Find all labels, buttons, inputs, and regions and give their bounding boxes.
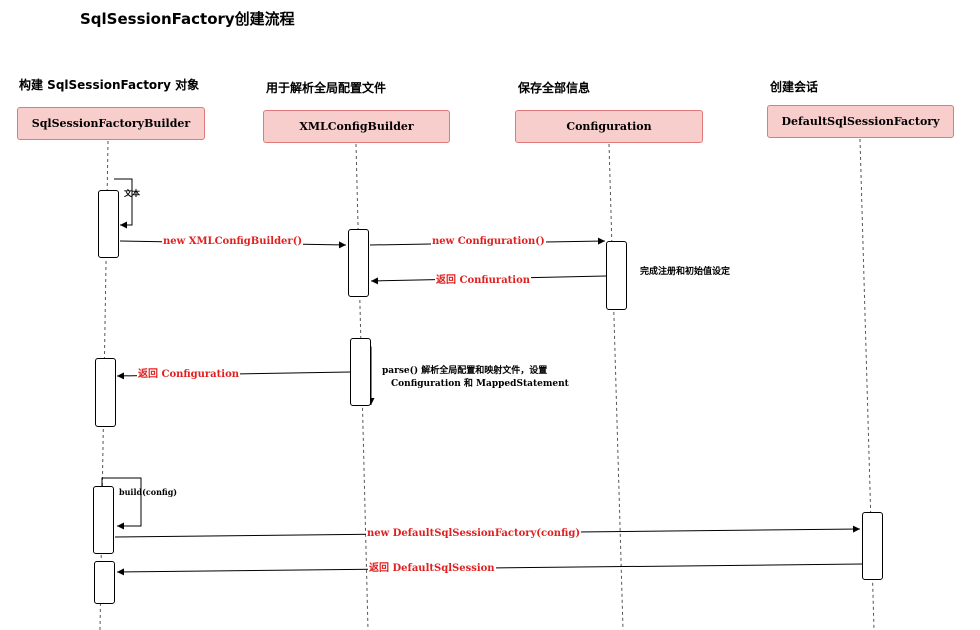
lane-heading-xml: 用于解析全局配置文件 [266, 81, 387, 95]
activation-builder-3 [93, 486, 114, 554]
activation-configuration-1 [606, 241, 627, 310]
build-self-arrow [101, 477, 142, 530]
lifeline-configuration [608, 143, 624, 630]
box-xmlconfigbuilder: XMLConfigBuilder [263, 110, 450, 143]
parse-note-line1: parse() 解析全局配置和映射文件，设置 [382, 366, 548, 376]
activation-builder-4 [94, 561, 115, 604]
self-call-arrow [114, 178, 133, 229]
lane-heading-configuration: 保存全部信息 [518, 81, 591, 95]
activation-builder-1 [98, 190, 119, 258]
box-defaultsqlsessionfactory: DefaultSqlSessionFactory [767, 105, 954, 138]
return-configuration-label: 返回 Configuration [137, 369, 241, 381]
new-xml-label: new XMLConfigBuilder() [162, 236, 304, 248]
activation-xml-1 [348, 229, 369, 297]
config-init-note: 完成注册和初始值设定 [640, 267, 731, 277]
return-default-session-label: 返回 DefaultSqlSession [368, 563, 496, 575]
self-call-label: 文本 [124, 188, 140, 198]
activation-factory-1 [862, 512, 883, 580]
diagram-title: SqlSessionFactory创建流程 [80, 10, 295, 28]
return-confiuration-label: 返回 Confiuration [435, 275, 532, 287]
activation-builder-2 [95, 358, 116, 427]
parse-note-line2: Configuration 和 MappedStatement [391, 379, 569, 389]
build-config-label: build(config) [119, 487, 178, 497]
new-default-factory-label: new DefaultSqlSessionFactory(config) [366, 528, 582, 540]
box-configuration: Configuration [515, 110, 703, 143]
new-config-label: new Configuration() [431, 236, 546, 248]
box-sqlsessionfactorybuilder: SqlSessionFactoryBuilder [17, 107, 205, 140]
lane-heading-builder: 构建 SqlSessionFactory 对象 [19, 78, 200, 92]
lane-heading-factory: 创建会话 [770, 80, 819, 94]
activation-xml-2 [350, 338, 371, 406]
